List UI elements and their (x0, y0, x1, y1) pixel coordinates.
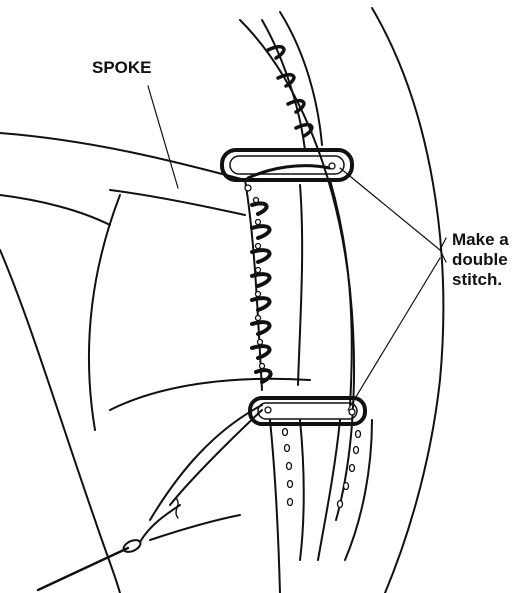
needle-shaft (38, 548, 128, 590)
spoke-bottom-curve (0, 195, 110, 225)
top-stitch-crossing (248, 166, 330, 178)
spoke-lower-body (0, 250, 120, 593)
spoke-label: SPOKE (92, 58, 152, 78)
lower-strip-left-edge-a (270, 420, 280, 593)
needle-eye (122, 538, 143, 555)
spoke-inner-bevel (89, 195, 120, 430)
instruction-line-2: double (452, 250, 509, 270)
spoke-top-edge (0, 133, 245, 180)
upper-leather-edge-left (262, 20, 305, 150)
lower-cover-top-edge (110, 379, 310, 410)
rim-outer-arc (372, 8, 443, 593)
lacing-stitches (252, 203, 271, 382)
instruction-leader-bottom (348, 258, 440, 410)
instruction-line-3: stitch. (452, 270, 509, 290)
instruction-leader-top (340, 168, 440, 250)
perforation-holes (283, 429, 361, 508)
lower-cover-left-curve (150, 405, 262, 520)
thread-to-needle-a (170, 410, 262, 505)
instruction-callout: Make a double stitch. (452, 230, 509, 290)
lower-strip-left-edge-b (300, 420, 304, 560)
lower-strip-right-edge-a (318, 420, 340, 560)
instruction-line-1: Make a (452, 230, 509, 250)
thread-to-needle-b (150, 515, 240, 540)
rim-lacing-stitches (268, 47, 312, 136)
top-stitch-loop-inner (230, 156, 344, 174)
bottom-stitch-loop-inner (258, 403, 357, 419)
thread-break-mark (176, 498, 178, 518)
spoke-label-leader (148, 86, 178, 188)
spoke-highlight (110, 190, 245, 215)
leather-panel-outer-edge (330, 180, 352, 405)
leather-panel-right-edge (298, 185, 302, 385)
lower-strip-right-edge-b (345, 420, 372, 560)
